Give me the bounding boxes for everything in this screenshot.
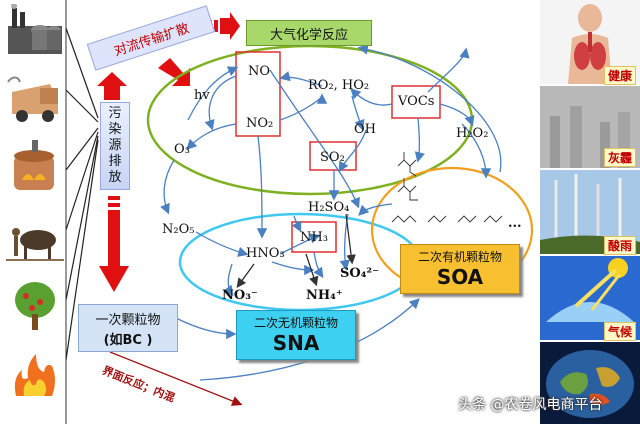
red-up-arrow: [97, 72, 127, 100]
sna-line2: SNA: [272, 331, 320, 355]
vocs-box: [391, 85, 441, 119]
molecule-ellipsis: ...: [508, 216, 522, 231]
species-vocs: VOCs: [398, 94, 435, 109]
flow-arrows: [160, 44, 502, 381]
primary-particle-box: 一次颗粒物 (如BC ): [78, 304, 178, 352]
stove-icon: [14, 140, 54, 190]
species-h2so4: H₂SO₄: [308, 200, 350, 215]
ion-no3: NO₃⁻: [222, 288, 258, 303]
watermark: 头条 @农卷风电商平台: [458, 397, 603, 413]
species-so2: SO₂: [320, 150, 345, 165]
ion-nh4: NH₄⁺: [306, 288, 343, 303]
interface-arrow: [109, 351, 243, 406]
species-nh3: NH₃: [300, 230, 328, 245]
source-char-5: 放: [108, 170, 122, 185]
red-diag-arrow: [158, 58, 190, 86]
source-box: 污 染 源 排 放: [100, 102, 130, 190]
species-hno3: HNO₃: [246, 246, 285, 261]
soa-line2: SOA: [436, 265, 484, 289]
soa-line1: 二次有机颗粒物: [417, 250, 502, 264]
sna-box: 二次无机颗粒物 SNA: [236, 310, 356, 360]
climate-image: [540, 256, 640, 340]
sna-line1: 二次无机颗粒物: [253, 316, 338, 330]
species-ro2-ho2: RO₂, HO₂: [308, 78, 370, 93]
ion-so4: SO₄²⁻: [340, 266, 379, 281]
impact-haze: 灰霾: [603, 148, 636, 167]
impact-panel: 健康 灰霾 酸雨 气候: [540, 0, 640, 424]
impact-health: 健康: [603, 66, 636, 85]
species-oh: OH: [354, 122, 376, 137]
tree-icon: [15, 282, 55, 330]
so2-box: [309, 141, 357, 171]
fire-icon: [14, 354, 55, 396]
species-hv: hv: [194, 88, 210, 103]
factory-icon: [8, 4, 62, 54]
source-char-4: 排: [108, 154, 122, 169]
source-fan-lines: [65, 0, 99, 424]
species-no: NO: [248, 64, 271, 79]
atmospheric-label: 大气化学反应: [269, 28, 348, 43]
primary-line2: (如BC ): [103, 333, 153, 348]
atmospheric-label-box: 大气化学反应: [246, 20, 372, 46]
molecule-sketches: [391, 152, 503, 223]
source-char-1: 污: [108, 106, 122, 121]
source-char-2: 染: [108, 122, 122, 137]
truck-icon: [7, 76, 58, 122]
plowing-icon: [6, 228, 64, 261]
species-no2: NO₂: [246, 116, 274, 131]
impact-acid-rain: 酸雨: [603, 236, 636, 255]
primary-line1: 一次颗粒物: [95, 313, 161, 328]
globe-image: [540, 342, 640, 424]
species-o3: O₃: [174, 142, 190, 157]
red-down-arrow: [99, 196, 129, 292]
ion-arrows: [236, 213, 356, 288]
source-char-3: 源: [108, 138, 122, 153]
species-n2o5: N₂O₅: [162, 222, 195, 237]
soa-box: 二次有机颗粒物 SOA: [400, 244, 520, 294]
species-h2o2: H₂O₂: [456, 126, 489, 141]
impact-climate: 气候: [603, 322, 636, 341]
